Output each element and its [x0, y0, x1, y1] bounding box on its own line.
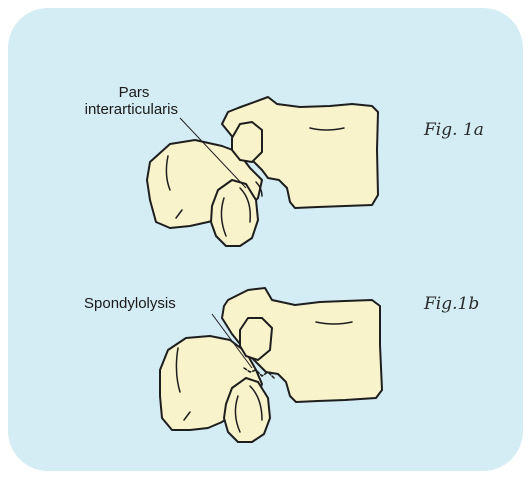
- figure-caption-1a: Fig. 1a: [424, 120, 484, 140]
- label-pars-line2: interarticularis: [54, 101, 178, 118]
- vertebra-spondylolysis: [160, 288, 382, 442]
- label-pars-interarticularis: Pars interarticularis: [54, 84, 178, 118]
- figure-caption-1b: Fig.1b: [424, 294, 479, 314]
- label-pars-line1: Pars: [54, 84, 178, 101]
- label-spondylolysis: Spondylolysis: [84, 295, 176, 312]
